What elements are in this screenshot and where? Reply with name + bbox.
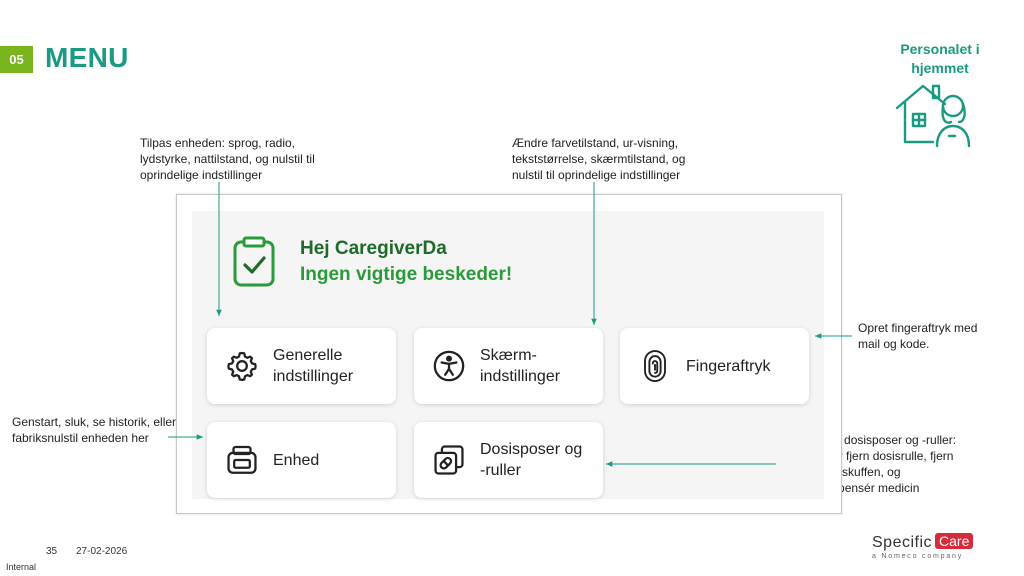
slide-date: 27-02-2026 bbox=[76, 546, 128, 557]
annotation-generelle: Tilpas enheden: sprog, radio, lydstyrke,… bbox=[140, 136, 315, 182]
logo-tagline: a Nomeco company bbox=[872, 553, 964, 560]
home-caregiver-icon bbox=[895, 84, 971, 148]
menu-card-label: Fingeraftryk bbox=[686, 357, 771, 375]
greeting-text: Hej CaregiverDa bbox=[300, 238, 447, 259]
menu-card-label: Skærm- indstillinger bbox=[480, 347, 561, 385]
menu-card-dosisposer[interactable]: Dosisposer og -ruller bbox=[414, 422, 603, 498]
logo-name: Specific bbox=[872, 534, 933, 551]
slide-title: MENU bbox=[45, 42, 129, 73]
pill-pouch-icon bbox=[431, 442, 467, 478]
annotation-enhed: Genstart, sluk, se historik, eller fabri… bbox=[12, 415, 177, 445]
menu-card-label: Generelle indstillinger bbox=[273, 347, 354, 385]
slide-number-badge: 05 bbox=[0, 46, 33, 73]
page-number: 35 bbox=[46, 546, 58, 557]
menu-card-fingeraftryk[interactable]: Fingeraftryk bbox=[620, 328, 809, 404]
logo-name-highlight: Care bbox=[935, 533, 974, 549]
status-message: Ingen vigtige beskeder! bbox=[300, 264, 513, 285]
menu-card-label: Enhed bbox=[273, 451, 320, 469]
annotation-skaerm: Ændre farvetilstand, ur-visning, tekstst… bbox=[512, 136, 686, 182]
classification-label: Internal bbox=[6, 562, 37, 572]
menu-card-enhed[interactable]: Enhed bbox=[207, 422, 396, 498]
gear-icon bbox=[224, 348, 260, 384]
role-label: Personalet i hjemmet bbox=[900, 41, 980, 76]
accessibility-icon bbox=[431, 348, 467, 384]
annotation-fingeraftryk: Opret fingeraftryk med mail og kode. bbox=[858, 321, 978, 351]
menu-card-skaerm-indstillinger[interactable]: Skærm- indstillinger bbox=[414, 328, 603, 404]
menu-card-generelle-indstillinger[interactable]: Generelle indstillinger bbox=[207, 328, 396, 404]
clipboard-check-icon bbox=[233, 236, 275, 287]
fingerprint-icon bbox=[637, 348, 673, 384]
menu-card-label: Dosisposer og -ruller bbox=[480, 441, 583, 479]
device-icon bbox=[224, 442, 260, 478]
